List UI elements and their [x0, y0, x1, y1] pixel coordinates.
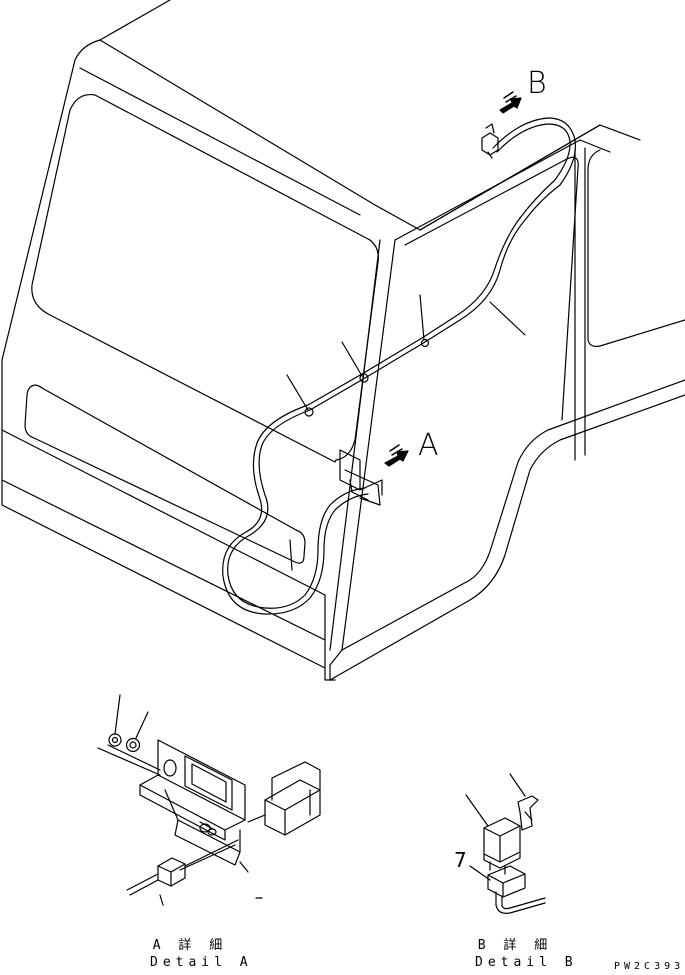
arrow-view-a: [385, 445, 408, 466]
wire-harness: [223, 118, 576, 614]
arrow-view-b: [500, 92, 521, 113]
relay-at-view-b: [482, 124, 498, 158]
callout-view-b: B: [527, 66, 547, 101]
detail-a-caption: A 詳 細 Detail A: [150, 937, 253, 971]
detail-b-caption-en: Detail B: [475, 955, 578, 970]
bracket-at-view-a: [340, 450, 382, 505]
detail-a-caption-en: Detail A: [150, 955, 253, 970]
callout-part-7: 7: [454, 848, 467, 872]
detail-b-caption: B 詳 細 Detail B: [475, 937, 578, 971]
detail-b-drawing: [466, 774, 545, 913]
detail-a-drawing: [98, 695, 320, 905]
drawing-code: PW2C393: [614, 961, 685, 972]
cab-body: [2, 0, 685, 680]
detail-a-caption-jp: A 詳 細: [152, 938, 228, 953]
detail-b-caption-jp: B 詳 細: [477, 938, 553, 953]
callout-view-a: A: [418, 428, 439, 463]
